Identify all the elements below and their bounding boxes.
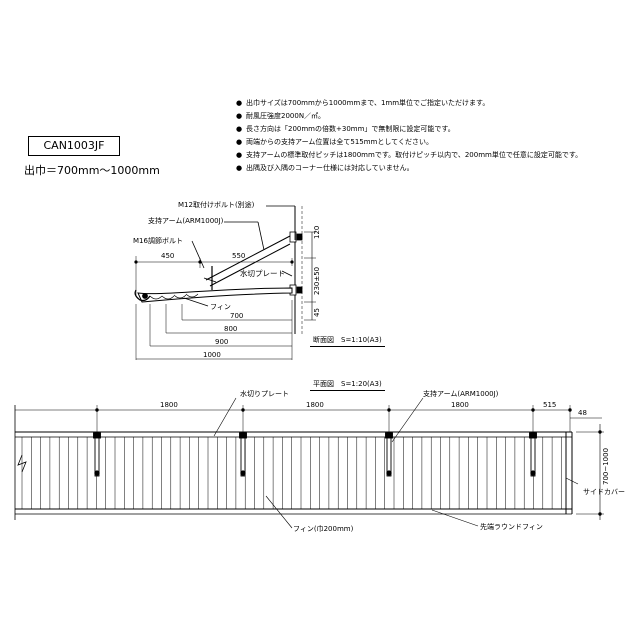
- dim-900: 900: [215, 338, 229, 346]
- note-item: 両端からの支持アーム位置は全て515mmとしてください。: [236, 136, 582, 149]
- arm-bracket-mark: [529, 432, 537, 439]
- plan-support-arm-label: 支持アーム(ARM1000J): [423, 390, 499, 398]
- support-arm-label: 支持アーム(ARM1000J): [148, 217, 224, 225]
- dim-120: 120: [313, 225, 321, 239]
- note-item: 耐風圧強度2000N／㎡。: [236, 110, 582, 123]
- dim-1000: 1000: [203, 351, 221, 359]
- round-fin-label: 先端ラウンドフィン: [480, 523, 543, 531]
- end-dim-515: 515: [543, 401, 557, 409]
- arm-bolt-mark: [94, 470, 100, 476]
- arm-bracket-mark: [385, 432, 393, 439]
- support-arm-plan: [530, 432, 536, 477]
- side-cover-label: サイドカバー: [583, 488, 625, 496]
- fin-label: フィン: [210, 303, 231, 311]
- note-item: 支持アームの標準取付ピッチは1800mmです。取付けピッチ以内で、200mm単位…: [236, 149, 582, 162]
- fin-width-label: フィン(巾200mm): [293, 525, 354, 533]
- pitch-dim-2: 1800: [306, 401, 324, 409]
- arm-bolt-mark: [386, 470, 392, 476]
- dim-45: 45: [313, 308, 321, 317]
- dim-800: 800: [224, 325, 238, 333]
- dim-550: 550: [232, 252, 246, 260]
- side-dim-48: 48: [578, 409, 587, 417]
- dim-230: 230±50: [313, 266, 321, 295]
- arm-bracket-mark: [93, 432, 101, 439]
- support-arm-plan: [386, 432, 392, 477]
- m16-adjust-bolt-label: M16調節ボルト: [133, 237, 183, 245]
- pitch-dim-1: 1800: [160, 401, 178, 409]
- support-arm-plan: [240, 432, 246, 477]
- dim-700: 700: [230, 312, 244, 320]
- support-arm-plan: [94, 432, 100, 477]
- note-item: 出巾サイズは700mmから1000mmまで、1mm単位でご指定いただけます。: [236, 97, 582, 110]
- note-item: 長さ方向は「200mmの倍数+30mm」で無制限に設定可能です。: [236, 123, 582, 136]
- depth-dim: 700~1000: [602, 447, 610, 485]
- note-item: 出隅及び入隅のコーナー仕様には対応していません。: [236, 162, 582, 175]
- arm-bolt-mark: [530, 470, 536, 476]
- section-view: [134, 205, 316, 360]
- arm-bolt-mark: [240, 470, 246, 476]
- plan-water-plate-label: 水切りプレート: [240, 390, 289, 398]
- m12-bolt-label: M12取付けボルト(別途): [178, 201, 255, 209]
- section-scale-label: 断面図 S=1:10(A3): [310, 334, 385, 347]
- water-plate-label: 水切プレート: [240, 269, 285, 278]
- dim-450: 450: [161, 252, 175, 260]
- model-number: CAN1003JF: [28, 136, 120, 156]
- pitch-dim-3: 1800: [451, 401, 469, 409]
- width-range: 出巾＝700mm～1000mm: [24, 164, 160, 177]
- spec-notes: 出巾サイズは700mmから1000mmまで、1mm単位でご指定いただけます。 耐…: [236, 97, 582, 175]
- plan-scale-label: 平面図 S=1:20(A3): [310, 378, 385, 391]
- plan-view: [14, 397, 604, 529]
- arm-bracket-mark: [239, 432, 247, 439]
